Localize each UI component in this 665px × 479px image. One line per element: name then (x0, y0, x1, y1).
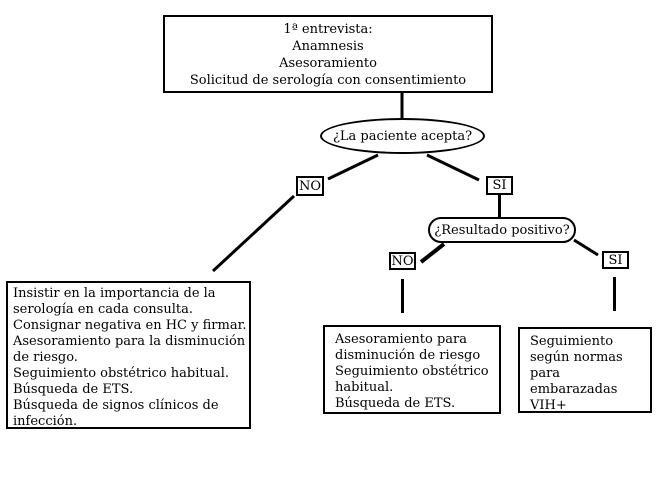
connector-result-to-si2 (573, 238, 599, 257)
text-line: Búsqueda de signos clínicos de (13, 398, 219, 413)
connector-no1-to-refusal (211, 194, 296, 273)
result-yes-label: SI (602, 251, 629, 269)
text-line: Asesoramiento (279, 56, 377, 71)
text-line: embarazadas (530, 382, 618, 397)
text-line: disminución de riesgo (335, 348, 481, 363)
text-line: 1ª entrevista: (283, 22, 373, 37)
text-line: habitual. (335, 380, 394, 395)
result-no-label: NO (389, 252, 416, 270)
text-line: VIH+ (530, 398, 567, 413)
yes-label-text: SI (492, 178, 507, 193)
connector-accept-to-no1 (327, 153, 379, 181)
text-line: Asesoramiento para la disminución (13, 334, 246, 349)
accept-yes-label: SI (486, 176, 513, 195)
decision-question: ¿Resultado positivo? (434, 222, 570, 238)
connector-accept-to-si1 (426, 153, 480, 182)
negative-result-box: Asesoramiento para disminución de riesgo… (323, 325, 501, 414)
text-line: Asesoramiento para (335, 332, 467, 347)
text-line: Solicitud de serología con consentimient… (189, 73, 467, 88)
text-line: para (530, 366, 561, 381)
text-line: Consignar negativa en HC y firmar. (13, 318, 247, 333)
text-line: según normas (530, 350, 623, 365)
first-visit-box: 1ª entrevista: Anamnesis Asesoramiento S… (163, 15, 493, 93)
text-line: Seguimiento obstétrico habitual. (13, 366, 229, 381)
text-line: Seguimiento obstétrico (335, 364, 489, 379)
refusal-followup-box: Insistir en la importancia de la serolog… (6, 281, 251, 429)
text-line: Insistir en la importancia de la (13, 286, 216, 301)
accept-no-label: NO (296, 176, 324, 196)
positive-result-box: Seguimiento según normas para embarazada… (518, 327, 652, 413)
text-line: de riesgo. (13, 350, 78, 365)
text-line: Seguimiento (530, 334, 614, 349)
connector-result-to-no2 (419, 242, 446, 264)
decision-question: ¿La paciente acepta? (332, 128, 473, 144)
positive-result-decision: ¿Resultado positivo? (428, 217, 576, 243)
text-line: infección. (13, 414, 78, 429)
text-line: Búsqueda de ETS. (13, 382, 134, 397)
no-label-text: NO (391, 253, 414, 269)
text-line: Búsqueda de ETS. (335, 396, 456, 411)
text-line: Anamnesis (292, 39, 364, 54)
yes-label-text: SI (608, 252, 623, 268)
patient-accepts-decision: ¿La paciente acepta? (320, 118, 485, 154)
text-line: serología en cada consulta. (13, 302, 193, 317)
no-label-text: NO (298, 178, 322, 194)
